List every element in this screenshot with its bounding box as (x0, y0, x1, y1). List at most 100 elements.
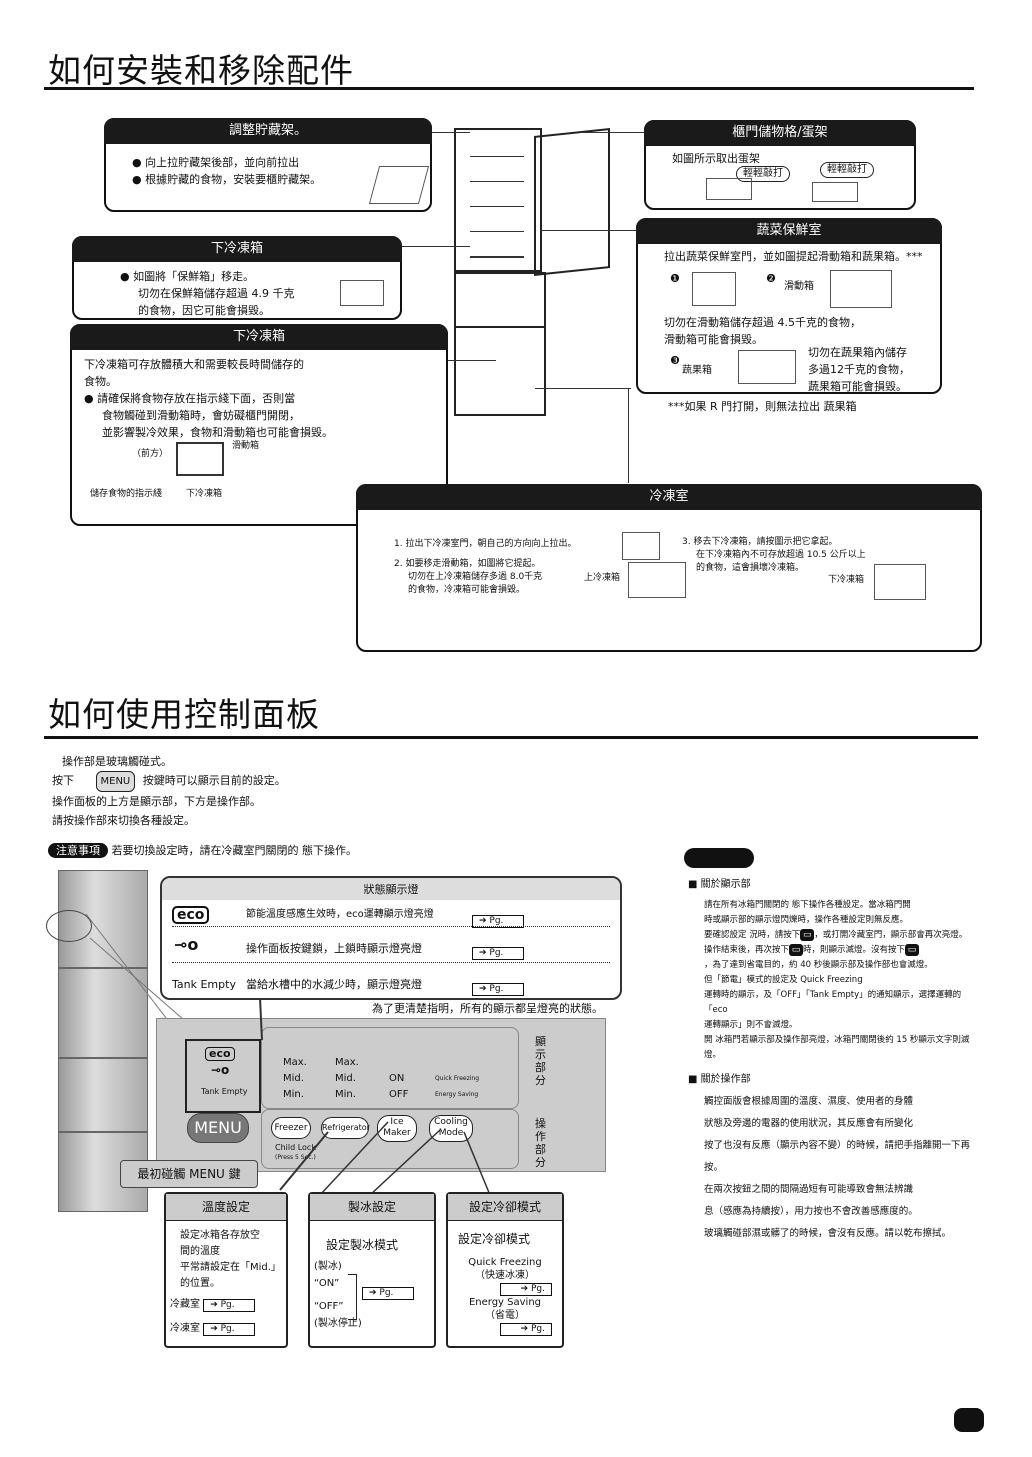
es-indicator: Energy Saving (435, 1091, 479, 1098)
ice-state: OFF (389, 1089, 409, 1100)
lower-freezer-header-2: 下冷凍箱 (70, 324, 448, 350)
eco-icon: eco (172, 906, 210, 924)
note-line: 操作結束後，再次按下▭時，則顯示滅燈。沒有按下▭ (704, 943, 984, 958)
title-rule (44, 87, 974, 90)
note-line: 要確認設定 況時，請按下▭，或打開冷藏室門，顯示部會再次亮燈。 (704, 929, 968, 941)
lower-box-label: 下冷凍箱 (186, 489, 223, 499)
fridge-illustration (450, 126, 610, 416)
pg-ref: ➔ Pg. (472, 976, 524, 996)
cooling-setting-panel: 設定冷卻模式 設定冷卻模式 Quick Freezing （快速冰凍） ➔ Pg… (446, 1192, 564, 1348)
note-line: 開 冰箱門若顯示部及操作部亮燈，冰箱門關閉後約 15 秒顯示文字則滅燈。 (704, 1035, 970, 1060)
freezer-step-1: 1. 拉出下冷凍室門，朝自己的方向向上拉出。 (394, 539, 577, 549)
step-2-number: ❷ (766, 272, 776, 285)
ice-state: ON (389, 1073, 405, 1084)
operation-area (261, 1109, 519, 1169)
cooling-mode: 設定冷卻模式 (458, 1232, 531, 1246)
status-lights-panel: 狀態顯示燈 eco 節能溫度感應生效時，eco運轉顯示燈亮燈 ➔ Pg. ⊸o … (160, 876, 622, 1000)
lower-freezer-label: 下冷凍箱 (828, 575, 865, 585)
tank-indicator: Tank Empty (201, 1087, 248, 1096)
ice-header: 製冰設定 (310, 1194, 434, 1221)
veg-warn: 切勿在蔬果箱內儲存 (808, 346, 907, 359)
leader-line (430, 132, 470, 133)
fridge-pg-row: 冷藏室 ➔ Pg. (170, 1298, 256, 1312)
first-touch-label: 最初碰觸 MENU 鍵 (120, 1160, 258, 1188)
ice-bracket (348, 1274, 357, 1320)
qf-indicator: Quick Freezing (435, 1075, 480, 1082)
egg-tray-illustration (812, 182, 858, 202)
leader-line (628, 388, 629, 483)
shelf-panel: 調整貯藏架。 ● 向上拉貯藏架後部，並向前拉出 ● 根據貯藏的食物，安裝要櫃貯藏… (104, 118, 432, 212)
cooling-option: （省電） (485, 1310, 525, 1321)
lf1-line: 的食物，因它可能會損毀。 (138, 304, 270, 317)
cooling-pg: ➔ Pg. (448, 1322, 562, 1336)
ice-maker-button[interactable]: Ice Maker (377, 1115, 417, 1142)
freezer-pg-row: 冷凍室 ➔ Pg. (170, 1322, 256, 1336)
veg-illustration (738, 350, 796, 384)
eco-text: 節能溫度感應生效時，eco運轉顯示燈亮燈 (246, 909, 434, 920)
freezer-button[interactable]: Freezer (271, 1117, 311, 1139)
key-lock-indicator: ⊸o (211, 1063, 230, 1077)
freezer-level: Max. (283, 1057, 307, 1068)
leader-line (446, 360, 496, 361)
lf2-line: 下冷凍箱可存放體積大和需要較長時間儲存的 (84, 358, 304, 371)
freezer-box-illustration (176, 442, 224, 476)
note-line: 但「節電」模式的設定及 Quick Freezing (704, 975, 863, 985)
leader-line (580, 132, 645, 133)
veg-illustration (692, 272, 736, 306)
fresh-box-illustration (340, 280, 384, 306)
notes-heading-operation: ■ 關於操作部 (688, 1074, 751, 1085)
cooling-pg: ➔ Pg. (448, 1282, 562, 1296)
lf2-line: 食物。 (84, 375, 117, 388)
veg-warn: 多過12千克的食物， (808, 363, 910, 376)
note-line: 在兩次按鈕之間的間隔過短有可能導致會無法辨識 (704, 1184, 914, 1195)
intro-line-menu: 按下 MENU 按鍵時可以顯示目前的設定。 (52, 771, 286, 792)
control-panel: eco ⊸o Tank Empty Max. Mid. Min. Max. Mi… (156, 1018, 606, 1172)
all-lit-note: 為了更清楚指明，所有的顯示都呈燈亮的狀態。 (372, 1002, 603, 1015)
note-line: 時或顯示部的顯示燈閃爍時，操作各種設定則無反應。 (704, 915, 909, 925)
refrigerator-button[interactable]: Refrigerator (321, 1117, 370, 1139)
veg-footnote: ***如果 R 門打開，則無法拉出 蔬果箱 (668, 400, 857, 413)
caution-tag: 注意事項 (48, 843, 108, 858)
ice-setting-panel: 製冰設定 設定製冰模式 (製冰) “ON” “OFF” (製冰停止) ➔ Pg. (308, 1192, 436, 1348)
lf2-line: ● 請確保將食物存放在指示綫下面，否則當 (84, 392, 296, 405)
temp-line: 設定冰箱各存放空 (180, 1230, 260, 1241)
menu-key: MENU (95, 771, 136, 792)
status-header-bar (162, 878, 620, 900)
upper-freezer-label: 上冷凍箱 (584, 573, 621, 583)
intro-line: 請按操作部來切換各種設定。 (52, 814, 195, 827)
ice-option: “OFF” (314, 1301, 344, 1312)
freezer-step-3: 在下冷凍箱內不可存放超過 10.5 公斤以上 (696, 550, 866, 560)
cooling-option: （快速冰凍） (475, 1270, 535, 1281)
lf2-line: 食物觸碰到滑動箱時，會妨礙櫃門開閉， (102, 409, 300, 422)
temp-header: 溫度設定 (166, 1194, 286, 1221)
egg-tray-illustration (706, 178, 752, 200)
lower-freezer-header-1: 下冷凍箱 (72, 236, 402, 262)
veg-warn: 蔬果箱可能會損毀。 (808, 380, 907, 393)
menu-button[interactable]: MENU (187, 1113, 249, 1143)
tank-empty-label: Tank Empty (172, 978, 236, 991)
freezer-illustration (622, 532, 660, 560)
ice-option: (製冰) (314, 1261, 342, 1272)
ice-option: (製冰停止) (314, 1318, 362, 1329)
veg-intro: 拉出蔬菜保鮮室門，並如圖提起滑動箱和蔬果箱。*** (664, 250, 923, 263)
intro-line: 操作部是玻璃觸碰式。 (62, 755, 172, 768)
caution-row: 注意事項 若要切換設定時，請在冷藏室門關閉的 態下操作。 (48, 842, 357, 860)
indicator-box: eco ⊸o Tank Empty (185, 1039, 261, 1113)
cooling-option: Quick Freezing (468, 1257, 542, 1268)
tap-bubble: 輕輕敲打 (820, 162, 874, 178)
note-line: 觸控面版會根據周圍的溫度、濕度、使用者的身體 (704, 1096, 914, 1107)
shelf-header: 調整貯藏架。 (104, 118, 432, 144)
note-line: 運轉時的顯示，及「OFF」「Tank Empty」的通知顯示，選擇運轉的「eco (704, 990, 962, 1015)
lf1-line: 切勿在保鮮箱儲存超過 4.9 千克 (138, 287, 295, 300)
freezer-header: 冷凍室 (356, 484, 982, 510)
note-line: 按了也沒有反應（顯示內容不變）的時候，請把手指離開一下再按。 (704, 1140, 971, 1173)
display-area (261, 1027, 519, 1109)
freezer-level: Min. (283, 1089, 304, 1100)
callout-lines (85, 913, 185, 1037)
leader-line (540, 230, 636, 231)
shelf-illustration (368, 166, 430, 204)
veg-warn: 滑動箱可能會損毀。 (664, 333, 763, 346)
freezer-illustration (628, 562, 686, 598)
temp-line: 平常請設定在「Mid.」 (180, 1262, 281, 1273)
notes-tag (684, 848, 754, 868)
